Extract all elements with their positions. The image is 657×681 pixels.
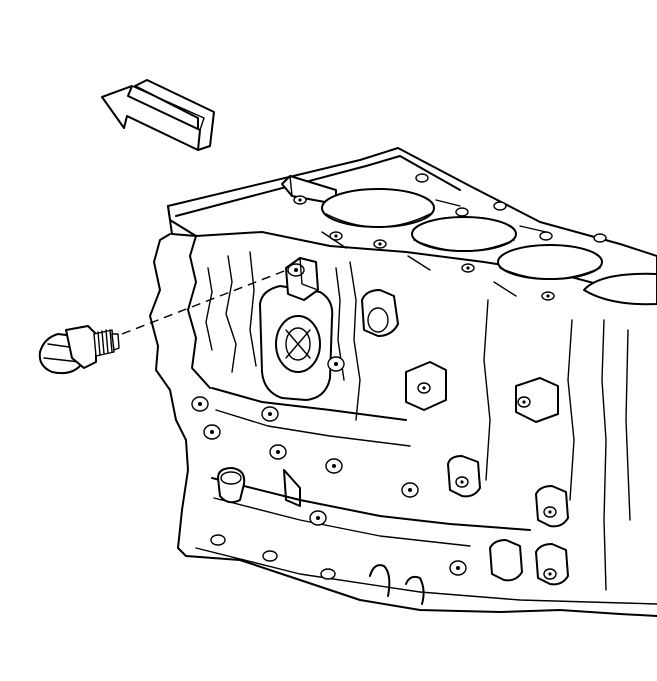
deck-surface [167,147,657,306]
front-face [149,233,657,617]
side-bolt-bosses [191,356,467,580]
deck-bolt-holes [293,173,607,301]
engine-block-icon [149,147,657,617]
sensor-plug-icon [38,267,293,375]
sensor-port [285,257,319,301]
direction-arrow-icon [101,79,215,151]
plug-threads [93,329,115,357]
